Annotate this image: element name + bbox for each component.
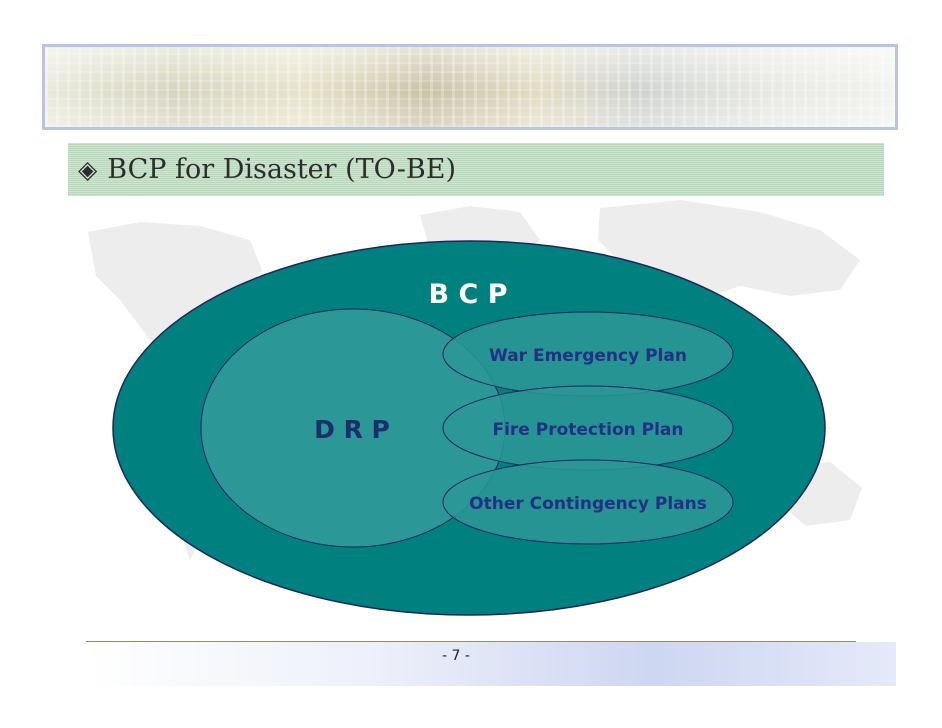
slide-title-text: BCP for Disaster (TO-BE) [107,154,457,185]
title-bar: ◈ BCP for Disaster (TO-BE) [68,143,884,196]
footer-divider [86,641,856,642]
bcp-label: B C P [429,279,508,310]
footer-band [86,642,896,686]
slide-title: ◈ BCP for Disaster (TO-BE) [78,143,456,196]
plan-ellipse-other [442,459,734,545]
banner-shade [45,47,895,127]
diamond-bullet-icon: ◈ [78,155,98,184]
plan-label-fire: Fire Protection Plan [492,420,683,440]
drp-label: D R P [314,415,390,444]
plan-label-war: War Emergency Plan [489,346,687,366]
header-banner-image [42,44,898,130]
plan-label-other: Other Contingency Plans [469,494,707,514]
page-number: - 7 - [442,648,470,664]
